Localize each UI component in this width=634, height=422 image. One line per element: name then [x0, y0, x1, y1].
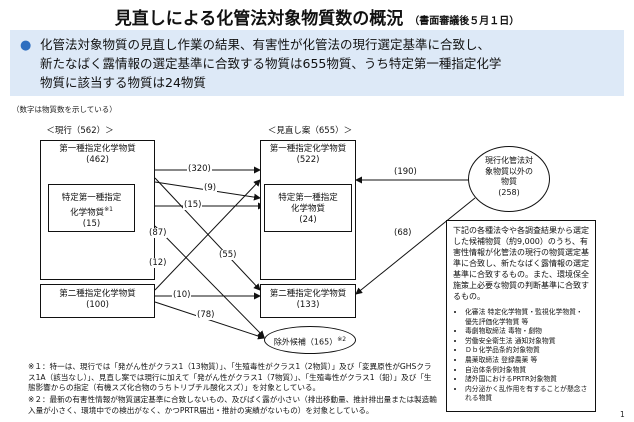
list-item: 毒劇物取締法 毒物・劇物 — [465, 327, 589, 337]
arrow-c1-rc2 — [154, 177, 261, 291]
title-sub: （書面審議後５月１日） — [409, 16, 520, 27]
title-main: 見直しによる化管法対象物質数の概況 — [114, 9, 404, 29]
flow-label-c1-ex: (55) — [218, 250, 238, 260]
revised-special-box: 特定第一種指定 化学物質 (24) — [264, 184, 352, 232]
current-class1-label: 第一種指定化学物質 — [59, 144, 136, 154]
flow-label-o-r2: (68) — [393, 228, 413, 238]
current-special-box: 特定第一種指定 化学物質※1 (15) — [48, 184, 135, 232]
current-class1-count: (462) — [86, 155, 109, 165]
summary-line-1: 化管法対象物質の見直し作業の結果、有害性が化管法の現行選定基準に合致し、 — [40, 37, 491, 52]
revised-class2-box: 第二種指定化学物質 (133) — [260, 284, 356, 318]
arrow-c2-r1 — [154, 179, 261, 291]
bullet-icon: ● — [20, 38, 32, 53]
list-item: Ｄｂ化学品条約対象物質 — [465, 346, 589, 356]
summary-line-3: 物質に該当する物質は24物質 — [40, 75, 206, 90]
revised-class1-label: 第一種指定化学物質 — [269, 144, 347, 154]
list-item: 化審法 特定化学物質・監視化学物質・優先評価化学物質 等 — [465, 308, 589, 327]
revised-special-line1: 特定第一種指定 — [278, 193, 338, 203]
arrow-c1-ex — [154, 225, 265, 338]
revised-special-count: (24) — [299, 215, 317, 225]
callout-intro: 下記の各種法令や各調査結果から選定した候補物質（約9,000）のうち、有害性情報… — [453, 226, 589, 301]
excluded-label: 除外候補（165） — [273, 337, 338, 347]
flow-label-c1-rc2: (87) — [148, 228, 168, 238]
excluded-ellipse: 除外候補（165）※2 — [264, 326, 356, 354]
list-item: 諸外国におけるPRTR対象物質 — [465, 375, 589, 385]
other-line2: 象物質以外の — [485, 166, 533, 176]
page-number: 1 — [620, 410, 625, 419]
current-special-count: (15) — [82, 218, 101, 229]
flow-label-c2-ex: (78) — [196, 310, 216, 320]
other-substances-ellipse: 現行化管法対 象物質以外の 物質 (258) — [468, 146, 550, 212]
callout-list: 化審法 特定化学物質・監視化学物質・優先評価化学物質 等 毒劇物取締法 毒物・劇… — [453, 308, 589, 404]
list-item: 内分泌かく乱作用を有することが懸念される物質 — [465, 385, 589, 404]
list-item: 労働安全衛生法 通知対象物質 — [465, 337, 589, 347]
flow-label-c1-r2: (9) — [203, 183, 218, 193]
excluded-mark: ※2 — [337, 336, 347, 343]
page-title: 見直しによる化管法対象物質数の概況 （書面審議後５月１日） — [0, 4, 634, 29]
current-class2-box: 第二種指定化学物質 (100) — [40, 284, 155, 318]
list-item: 自治体条例対象物質 — [465, 366, 589, 376]
revised-special-line2: 化学物質 — [290, 204, 325, 214]
flow-label-c1-r1: (320) — [187, 164, 212, 174]
arrow-c2-ex — [154, 301, 265, 340]
revised-class1-count: (522) — [296, 155, 320, 165]
arrow-o-r2 — [355, 197, 476, 295]
summary-box: ● 化管法対象物質の見直し作業の結果、有害性が化管法の現行選定基準に合致し、 新… — [10, 30, 624, 96]
other-count: (258) — [498, 187, 520, 197]
revised-class2-count: (133) — [296, 300, 320, 310]
unit-note: （数字は物質数を示している） — [12, 105, 117, 114]
current-class2-count: (100) — [86, 300, 109, 310]
current-header: ＜現行（562）＞ — [46, 126, 114, 136]
current-class2-label: 第二種指定化学物質 — [59, 289, 136, 299]
flow-label-o-r1: (190) — [393, 167, 418, 177]
other-line1: 現行化管法対 — [485, 156, 533, 165]
footnote-2: ※２：最新の有害性情報が物質選定基準に合致しないもの、及びばく露が小さい（排出移… — [28, 395, 437, 415]
summary-line-2: 新たなばく露情報の選定基準に合致する物質は655物質、うち特定第一種指定化学 — [40, 56, 502, 71]
current-special-mark: ※1 — [104, 206, 113, 213]
footnote-1: ※１：特一は、現行では「発がん性がクラス1（13物質）」、「生殖毒性がクラス1（… — [28, 362, 432, 392]
list-item: 農薬取締法 登録農薬 等 — [465, 356, 589, 366]
flow-label-sp-rsp: (15) — [183, 200, 203, 210]
current-special-line2: 化学物質 — [70, 207, 105, 218]
revised-header: ＜見直し案（655）＞ — [267, 126, 353, 136]
revised-class2-label: 第二種指定化学物質 — [269, 289, 347, 299]
other-line3: 物質 — [501, 177, 517, 186]
current-special-line1: 特定第一種指定 — [61, 193, 122, 203]
selection-criteria-callout: 下記の各種法令や各調査結果から選定した候補物質（約9,000）のうち、有害性情報… — [446, 220, 596, 412]
flow-label-c2-r2: (10) — [172, 290, 192, 300]
flow-label-c2-r1: (12) — [148, 258, 168, 268]
